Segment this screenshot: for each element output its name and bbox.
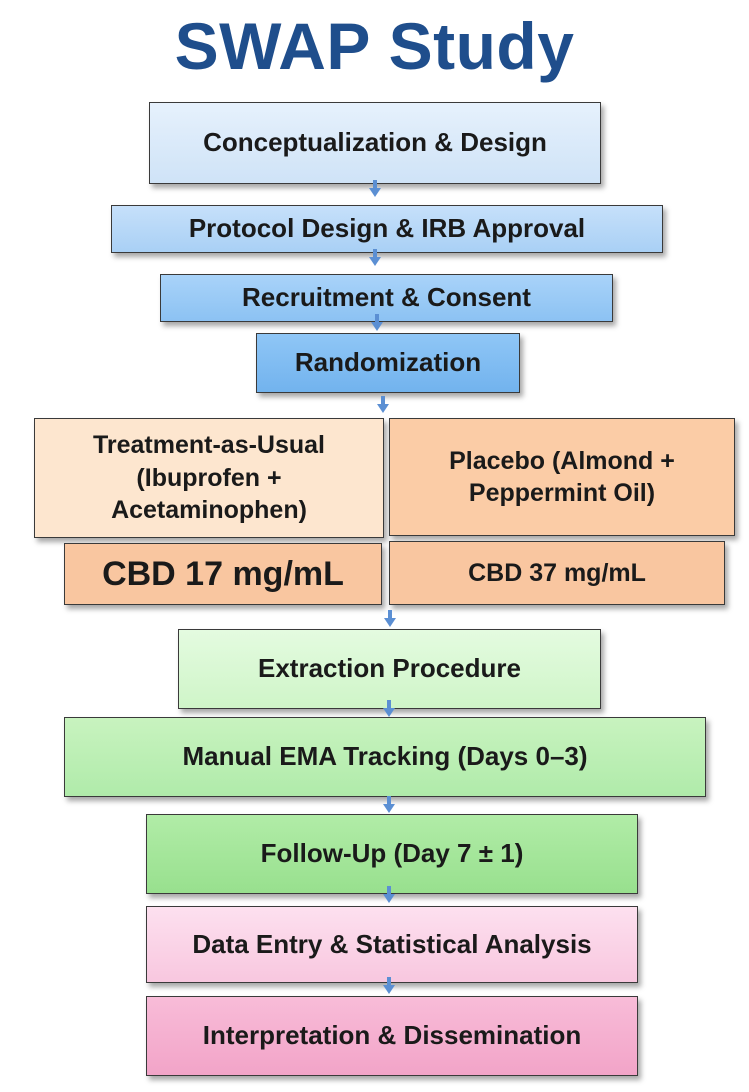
step-label: Randomization — [294, 347, 482, 378]
arrow-down-icon — [383, 886, 395, 903]
arm-cbd-17: CBD 17 mg/mL — [64, 543, 382, 605]
step-label: Manual EMA Tracking (Days 0–3) — [182, 741, 588, 772]
step-follow-up: Follow-Up (Day 7 ± 1) — [146, 814, 638, 894]
arrow-down-icon — [383, 700, 395, 717]
arrow-down-icon — [383, 977, 395, 994]
arrow-down-icon — [371, 314, 383, 331]
arm-label: CBD 37 mg/mL — [468, 558, 646, 587]
step-extraction-procedure: Extraction Procedure — [178, 629, 601, 709]
arrow-down-icon — [369, 249, 381, 266]
arrow-down-icon — [384, 610, 396, 627]
arm-label-line: (Ibuprofen + — [136, 463, 282, 492]
step-label: Follow-Up (Day 7 ± 1) — [260, 838, 524, 869]
arm-label-line: Placebo (Almond + — [449, 446, 675, 475]
arm-placebo: Placebo (Almond + Peppermint Oil) — [389, 418, 735, 536]
step-label: Extraction Procedure — [258, 653, 521, 684]
arrow-down-icon — [369, 180, 381, 197]
arm-label-line: Treatment-as-Usual — [92, 431, 326, 460]
step-conceptualization-design: Conceptualization & Design — [149, 102, 601, 184]
step-label: Data Entry & Statistical Analysis — [192, 928, 592, 959]
step-label: Recruitment & Consent — [242, 282, 531, 313]
step-label: Interpretation & Dissemination — [202, 1020, 582, 1051]
step-label: Conceptualization & Design — [203, 127, 547, 158]
step-randomization: Randomization — [256, 333, 520, 393]
step-ema-tracking: Manual EMA Tracking (Days 0–3) — [64, 717, 706, 797]
diagram-title: SWAP Study — [174, 9, 575, 83]
step-interpretation-dissemination: Interpretation & Dissemination — [146, 996, 638, 1076]
arm-cbd-37: CBD 37 mg/mL — [389, 541, 725, 605]
step-data-entry-analysis: Data Entry & Statistical Analysis — [146, 906, 638, 983]
arrow-down-icon — [377, 396, 389, 413]
arm-label-line: Peppermint Oil) — [468, 479, 656, 507]
arrow-down-icon — [383, 796, 395, 813]
step-protocol-irb: Protocol Design & IRB Approval — [111, 205, 663, 253]
arm-label: CBD 17 mg/mL — [102, 554, 344, 593]
step-recruitment-consent: Recruitment & Consent — [160, 274, 613, 322]
arm-treatment-as-usual: Treatment-as-Usual (Ibuprofen + Acetamin… — [34, 418, 384, 538]
step-label: Protocol Design & IRB Approval — [188, 213, 586, 244]
arm-label-line: Acetaminophen) — [111, 496, 307, 525]
